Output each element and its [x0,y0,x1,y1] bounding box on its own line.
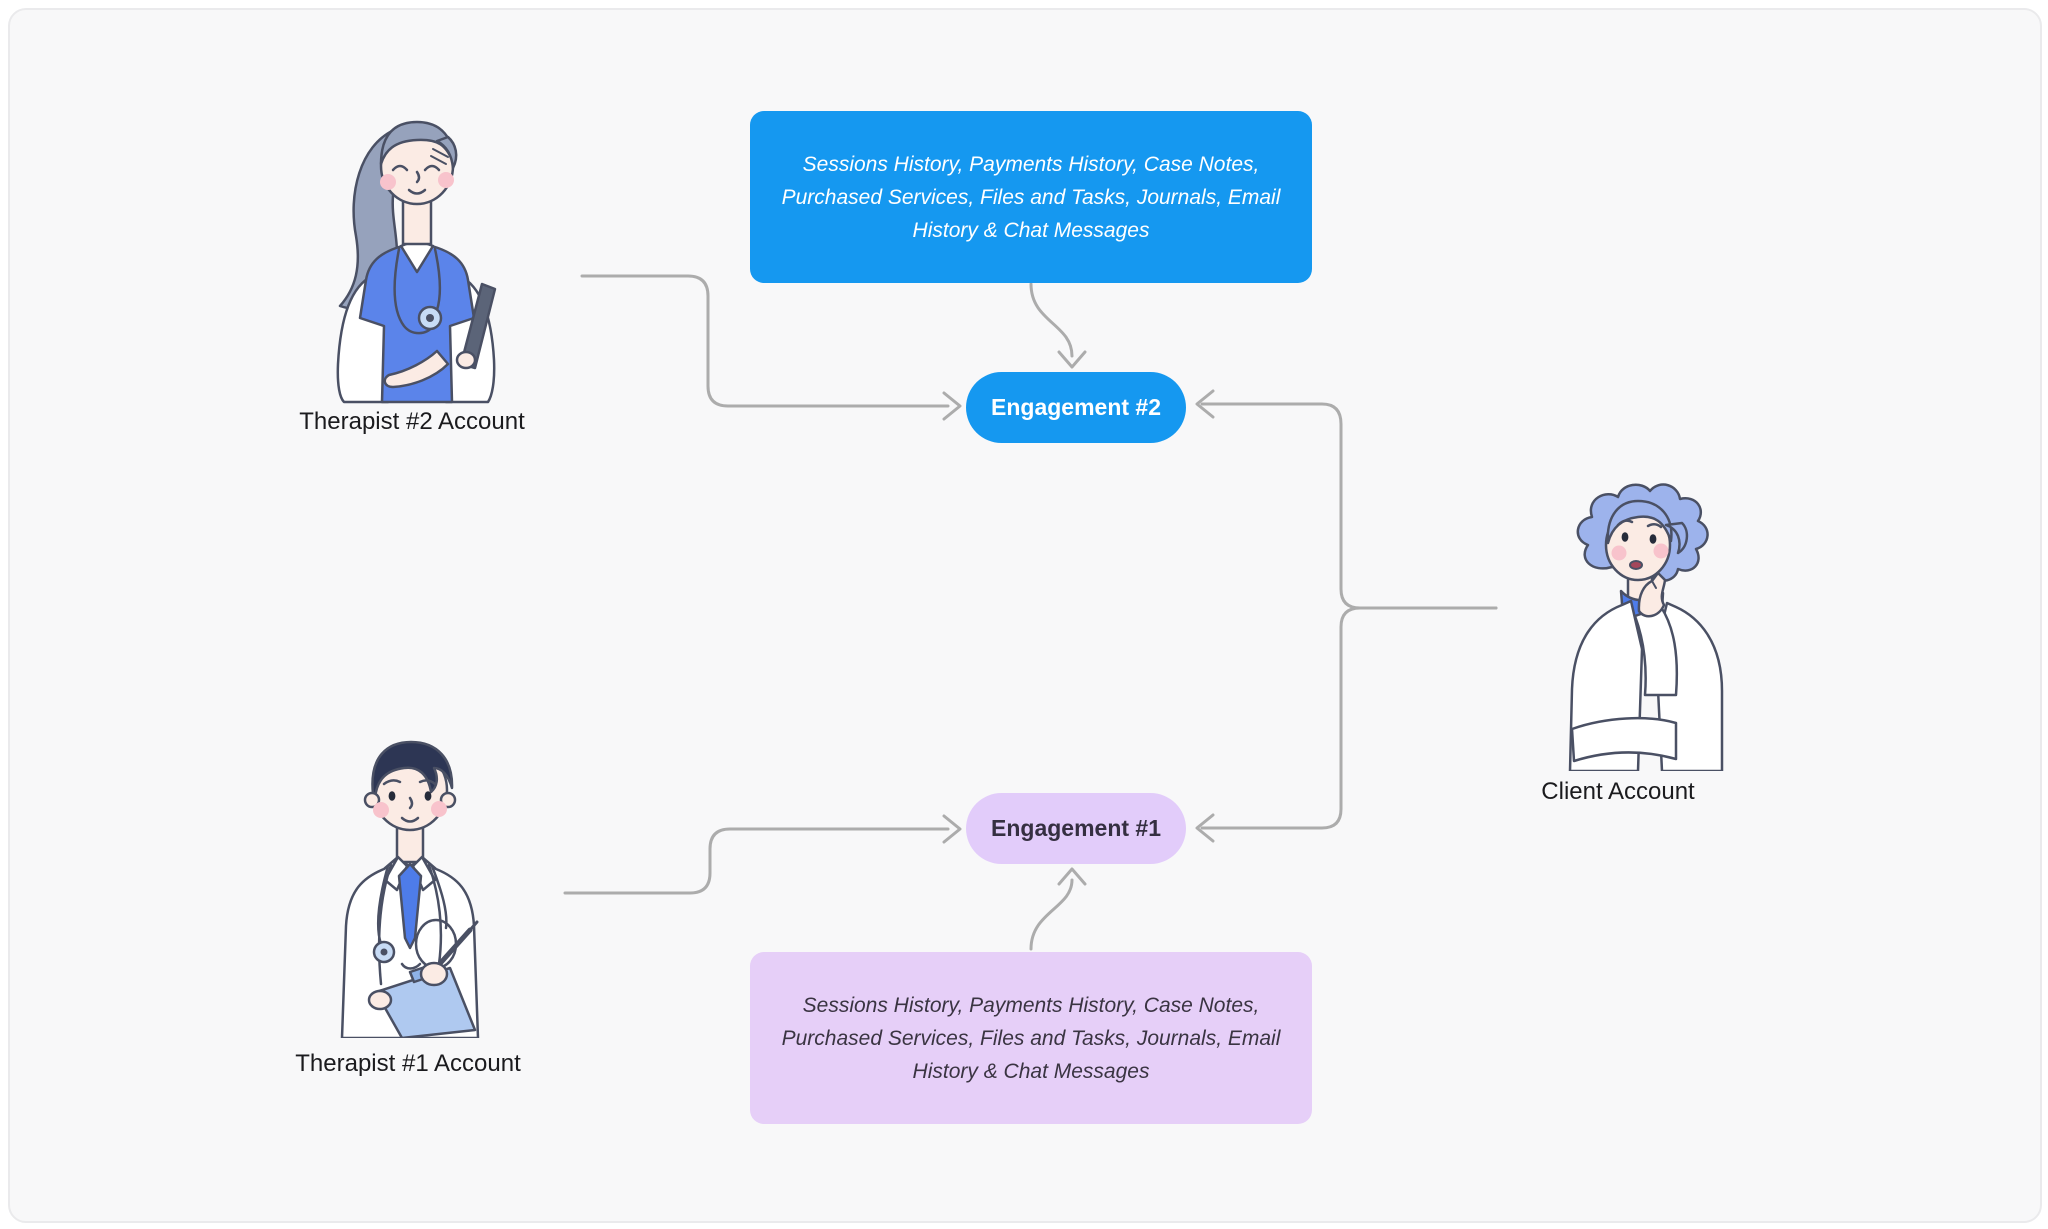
mouth [1629,560,1643,570]
therapist-2-label: Therapist #2 Account [299,408,525,435]
info-line: Purchased Services, Files and Tasks, Jou… [781,1026,1281,1050]
hair [371,740,454,800]
therapist-2-illustration [336,120,497,404]
nose-mouth [400,796,420,823]
eye [1621,532,1629,542]
eye [1649,534,1657,544]
engagement2-label: Engagement #2 [991,394,1161,420]
blush [380,174,396,190]
client-label: Client Account [1541,778,1695,805]
blush [373,802,389,818]
nose-mouth [407,170,427,195]
info-line: History & Chat Messages [912,218,1150,242]
eye [424,791,432,801]
blush [1611,545,1627,561]
stethoscope-tube [376,864,390,946]
stethoscope-tube [433,247,442,312]
hand [455,350,477,370]
client-illustration [1568,483,1724,771]
info-line: Purchased Services, Files and Tasks, Jou… [781,185,1281,209]
therapist-1-illustration [340,740,480,1038]
engagement2-info-box: Sessions History, Payments History, Case… [750,111,1312,283]
engagement1-label: Engagement #1 [991,815,1161,841]
pen [433,927,473,971]
hairclip [430,148,449,165]
engagement2-node: Engagement #2 [966,372,1186,443]
info-line: Sessions History, Payments History, Case… [802,993,1260,1017]
eye [388,791,396,801]
folded-arm [1570,716,1678,763]
hand [419,961,449,987]
stethoscope-tube [393,247,435,335]
hand-on-chin [1637,571,1667,618]
blush [431,801,447,817]
hair-curl [1664,521,1689,555]
brows [1616,519,1663,529]
ear [363,791,381,809]
finger-line [1651,580,1657,589]
forearm-across [383,349,450,389]
pen-tip [468,920,479,932]
info-line: History & Chat Messages [912,1059,1150,1083]
blush [438,172,454,188]
therapist-1-label: Therapist #1 Account [295,1050,521,1077]
hand [367,989,393,1011]
brows [382,779,437,786]
closed-eyes [391,164,441,172]
lapel-lines [377,863,443,986]
stethoscope-tube [400,962,422,970]
engagement1-node: Engagement #1 [966,793,1186,864]
hair-fringe [435,135,458,170]
info-line: Sessions History, Payments History, Case… [802,152,1260,176]
blush [1653,543,1669,559]
tie [397,862,423,950]
engagement1-info-box: Sessions History, Payments History, Case… [750,952,1312,1124]
